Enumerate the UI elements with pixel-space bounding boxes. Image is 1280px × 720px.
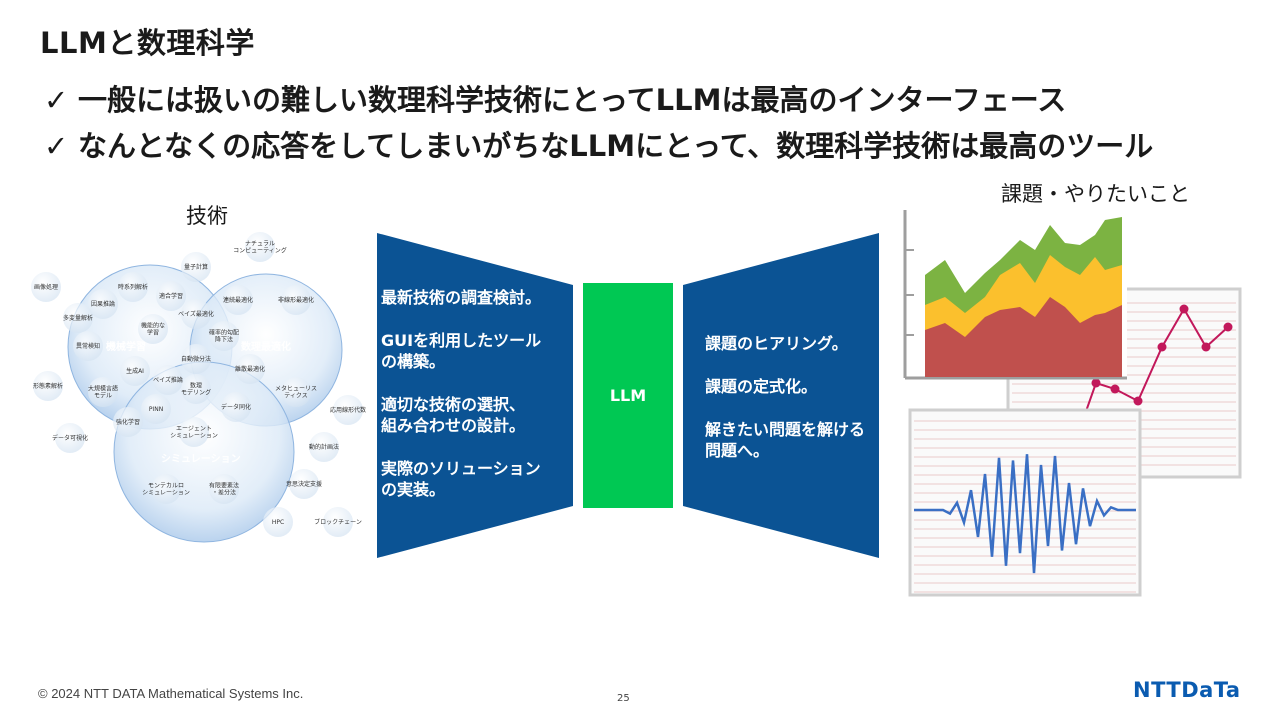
- venn-bubble: [120, 356, 150, 386]
- venn-bubble: [153, 365, 183, 395]
- left-panel-item: GUIを利用したツール の構築。: [381, 331, 542, 371]
- venn-bubble: [151, 474, 181, 504]
- venn-bubble: [73, 331, 103, 361]
- venn-bubble: [138, 314, 168, 344]
- venn-bubble: [156, 281, 186, 311]
- venn-bubble: [63, 303, 93, 333]
- venn-label-sim: シミュレーション: [161, 453, 241, 465]
- venn-bubble: [235, 354, 265, 384]
- right-panel-shape: [683, 233, 879, 558]
- venn-item-label: ベイズ最適化: [178, 310, 214, 318]
- waveform-chart-paper: [908, 408, 1142, 597]
- bullet-2-text: なんとなくの応答をしてしまいがちなLLMにとって、数理科学技術は最高のツール: [78, 129, 1154, 163]
- venn-item-label: 大規模言語モデル: [88, 385, 118, 400]
- venn-item-label: データ可視化: [52, 434, 88, 442]
- ntt-data-logo: NTTDaTa: [1133, 678, 1241, 702]
- left-panel-item: 適切な技術の選択、 組み合わせの設計。: [381, 395, 526, 435]
- venn-bubble: [209, 321, 239, 351]
- venn-bubble: [33, 371, 63, 401]
- venn-bubble: [281, 285, 311, 315]
- venn-label-ml: 機械学習: [106, 340, 146, 353]
- venn-bubble: [221, 392, 251, 422]
- venn-bubble: [281, 377, 311, 407]
- venn-item-label: 強化学習: [116, 418, 140, 426]
- llm-box: LLM: [583, 283, 673, 508]
- right-panel-item: 課題のヒアリング。: [705, 334, 848, 353]
- venn-bubble: [245, 232, 275, 262]
- venn-item-label: 非線形最適化: [278, 296, 314, 304]
- venn-bubble: [55, 423, 85, 453]
- venn-bubble: [209, 474, 239, 504]
- footer-copyright: © 2024 NTT DATA Mathematical Systems Inc…: [38, 686, 304, 701]
- left-panel-shape: [377, 233, 573, 558]
- area-chart-paper: [903, 210, 1127, 380]
- issues-label: 課題・やりたいこと: [1001, 182, 1190, 206]
- tech-label: 技術: [186, 204, 228, 228]
- bullet-1-text: 一般には扱いの難しい数理科学技術にとってLLMは最高のインターフェース: [78, 83, 1067, 117]
- venn-item-label: ナチュラルコンピューティング: [233, 241, 287, 255]
- venn-bubble: [323, 507, 353, 537]
- venn-item-label: PINN: [149, 406, 163, 413]
- venn-bubble: [181, 344, 211, 374]
- venn-item-label: 生成AI: [126, 367, 144, 375]
- venn-bubble: [179, 417, 209, 447]
- venn-bubble: [113, 407, 143, 437]
- check-icon: ✓: [44, 83, 69, 117]
- venn-bubble: [88, 289, 118, 319]
- venn-bubble: [263, 507, 293, 537]
- venn-item-label: 多変量解析: [63, 314, 93, 322]
- venn-bubble: [88, 377, 118, 407]
- venn-bubble: [141, 394, 171, 424]
- venn-bubble: [289, 469, 319, 499]
- venn-item-label: 量子計算: [184, 263, 208, 271]
- left-panel-item: 最新技術の調査検討。: [381, 288, 542, 307]
- venn-bubble: [31, 272, 61, 302]
- right-panel-text: 課題のヒアリング。 課題の定式化。 解きたい問題を解ける 問題へ。: [705, 333, 880, 483]
- venn-item-label: 時系列解析: [118, 283, 148, 291]
- venn-bubble: [118, 272, 148, 302]
- left-panel-item: 実際のソリューション の実装。: [381, 459, 541, 499]
- venn-item-label: エージェントシミュレーション: [170, 426, 218, 440]
- venn-item-label: ベイズ推論: [153, 376, 183, 384]
- venn-item-label: 離散最適化: [235, 365, 265, 373]
- venn-bubble: [223, 285, 253, 315]
- venn-item-label: 有限要素法・差分法: [209, 482, 239, 497]
- venn-item-label: モンテカルロシミュレーション: [142, 483, 190, 497]
- venn-item-label: 適合学習: [159, 292, 183, 300]
- page-title: LLMと数理科学: [40, 26, 255, 60]
- left-panel-text: 最新技術の調査検討。 GUIを利用したツール の構築。 適切な技術の選択、 組み…: [381, 287, 571, 522]
- venn-item-label: 確率的勾配降下法: [209, 329, 239, 344]
- check-icon: ✓: [44, 129, 69, 163]
- venn-bubble: [181, 299, 211, 329]
- venn-item-label: メタヒューリスティクス: [275, 385, 317, 400]
- venn-item-label: ブロックチェーン: [314, 518, 362, 526]
- venn-item-label: 意思決定支援: [286, 480, 322, 488]
- page-number: 25: [617, 693, 630, 704]
- llm-label: LLM: [609, 386, 647, 405]
- venn-item-label: 形態素解析: [33, 382, 63, 390]
- venn-item-label: 因果推論: [91, 300, 115, 308]
- venn-bubble: [181, 252, 211, 282]
- venn-item-label: 動的計画法: [309, 443, 339, 451]
- charts-illustration: [903, 210, 1242, 597]
- venn-bubble: [333, 395, 363, 425]
- venn-item-label: 機能的な学習: [141, 322, 165, 337]
- venn-item-label: 数理モデリング: [181, 382, 211, 397]
- venn-label-opt: 数理最適化: [241, 340, 291, 353]
- venn-item-label: HPC: [272, 519, 284, 526]
- bullet-2: ✓ なんとなくの応答をしてしまいがちなLLMにとって、数理科学技術は最高のツール: [44, 123, 1153, 165]
- venn-bubble: [309, 432, 339, 462]
- venn-item-label: 自動微分法: [181, 355, 211, 363]
- venn-item-label: 画像処理: [34, 283, 58, 291]
- right-panel-item: 課題の定式化。: [705, 377, 818, 396]
- bullet-1: ✓ 一般には扱いの難しい数理科学技術にとってLLMは最高のインターフェース: [44, 77, 1066, 119]
- right-panel-item: 解きたい問題を解ける 問題へ。: [705, 420, 866, 460]
- venn-bubble: [181, 374, 211, 404]
- venn-item-label: 応用線形代数: [330, 406, 366, 414]
- venn-item-label: 連続最適化: [223, 296, 253, 304]
- venn-item-label: 異常検知: [76, 342, 100, 350]
- venn-item-label: データ同化: [221, 403, 251, 411]
